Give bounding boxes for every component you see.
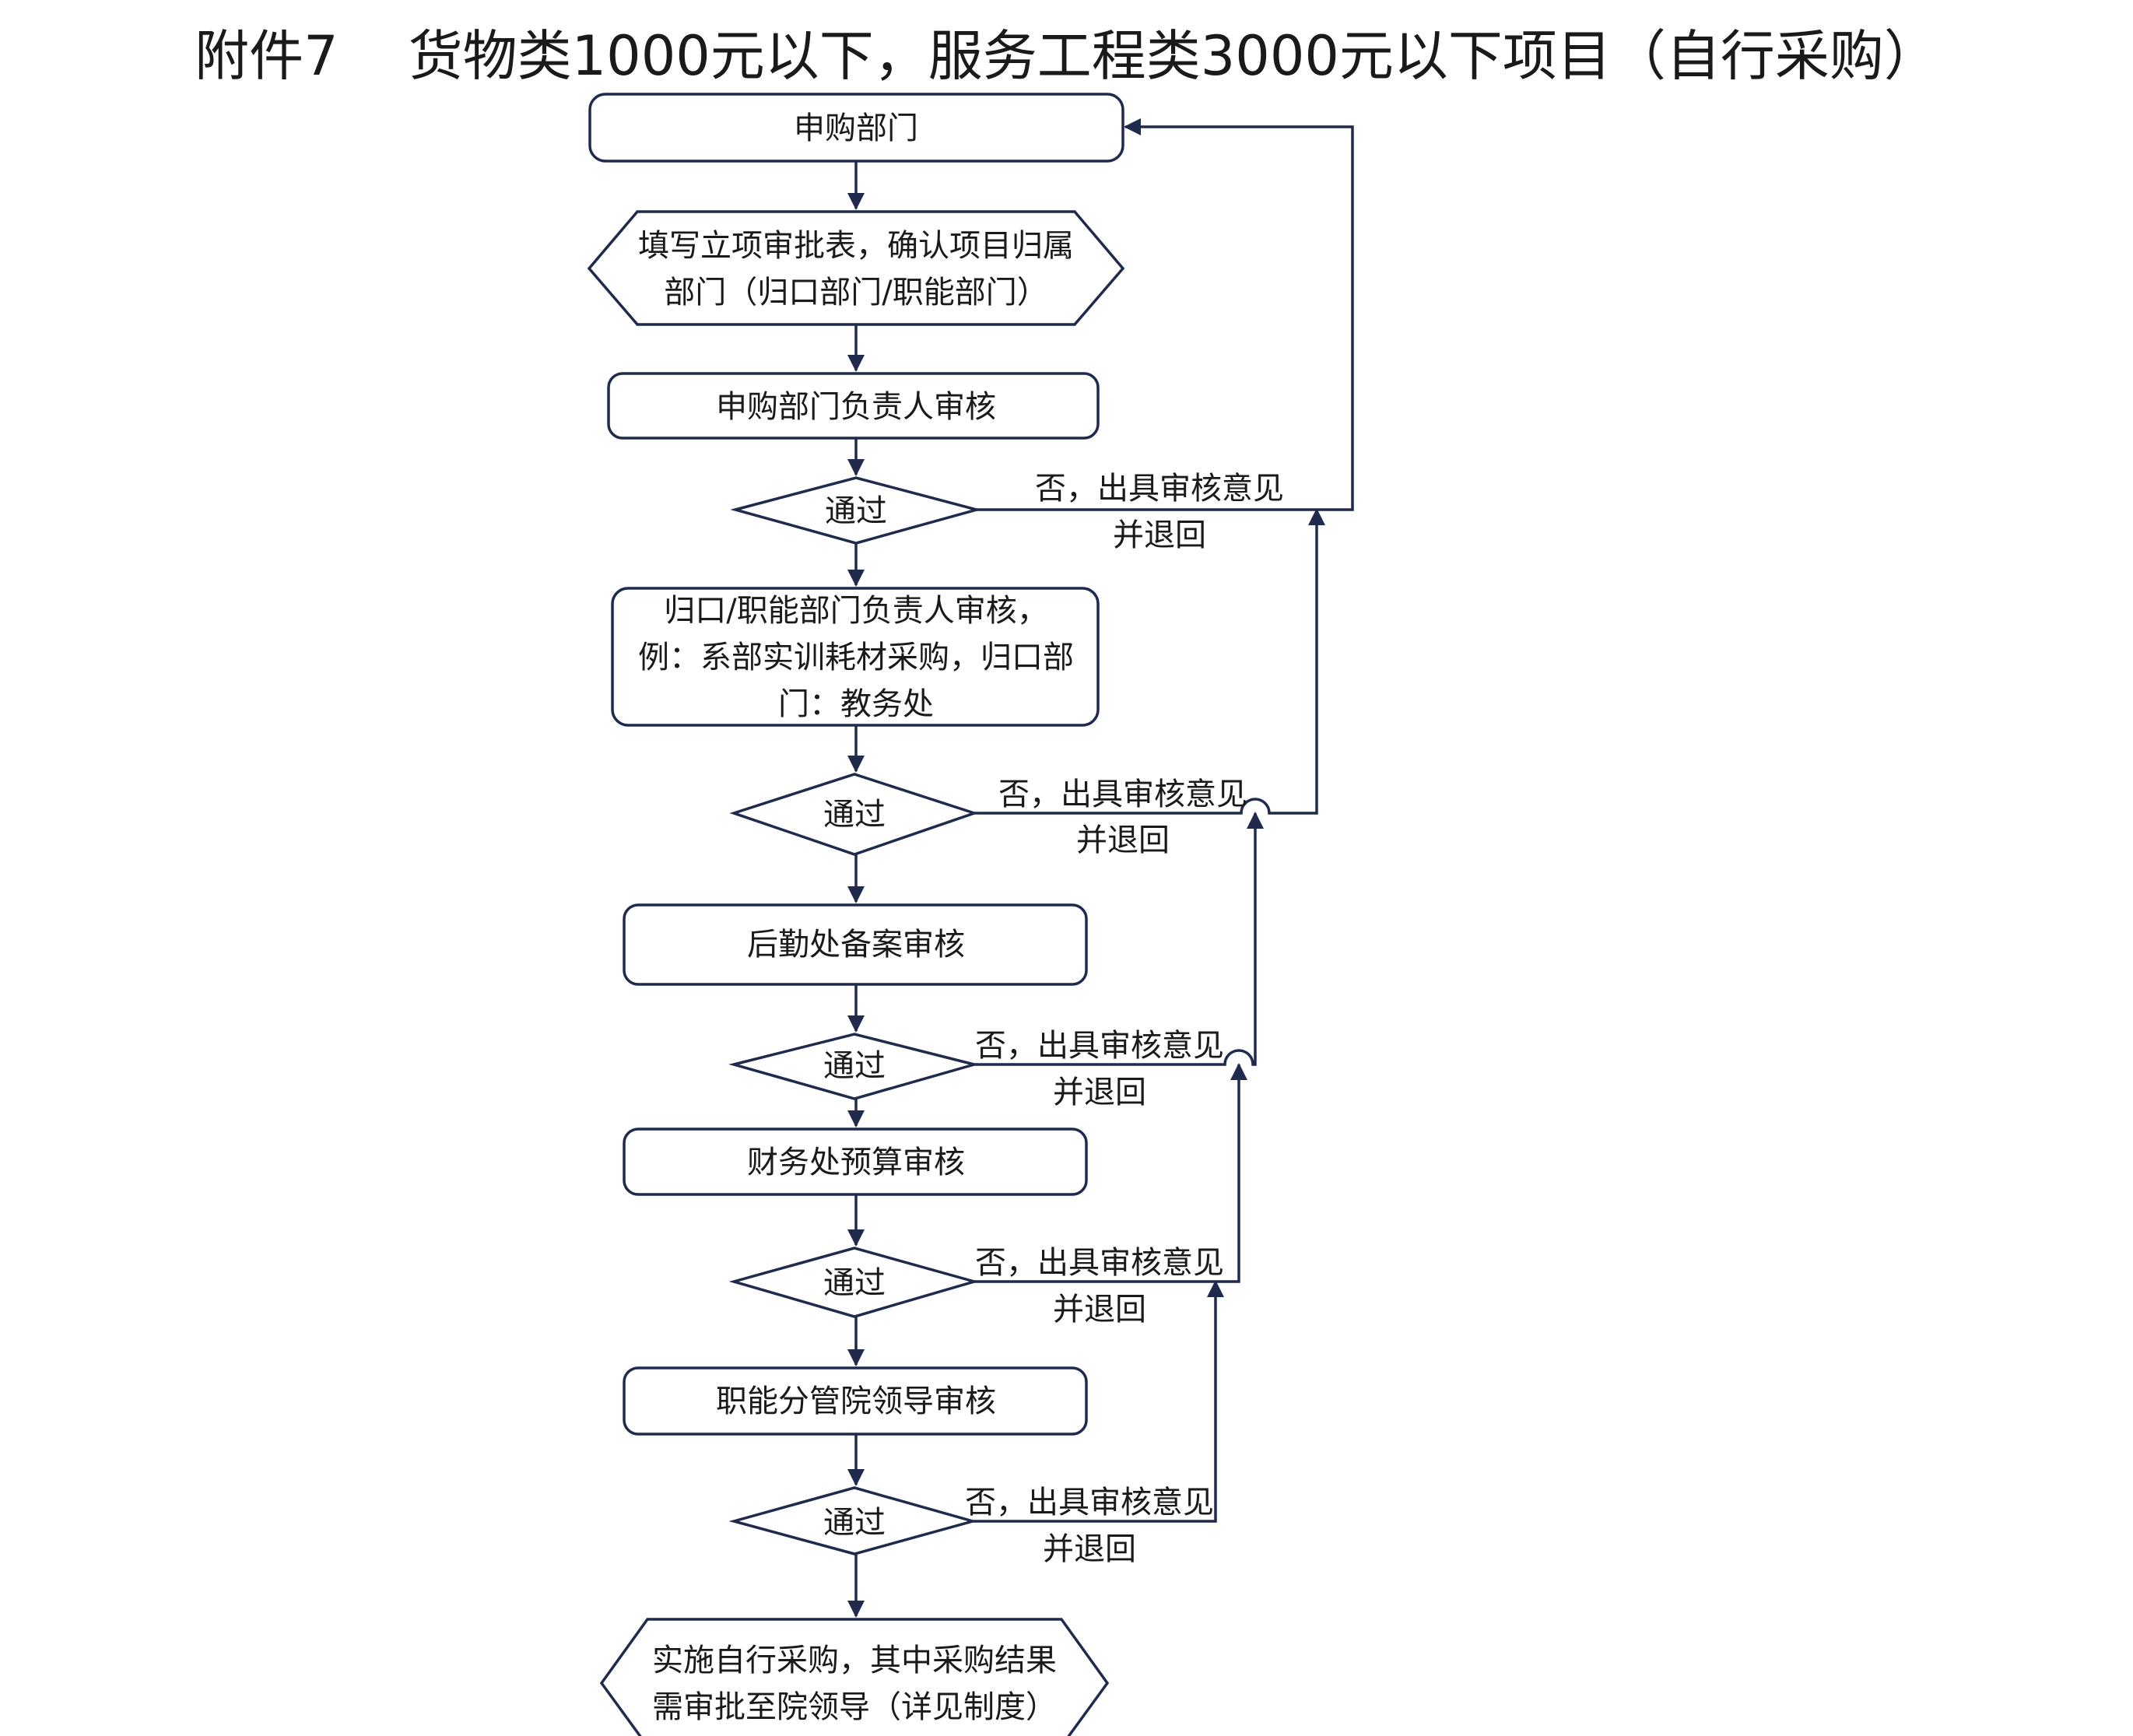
reject-label-2-line-2: 并退回 xyxy=(1076,822,1170,858)
page-title: 附件7 货物类1000元以下，服务工程类3000元以下项目（自行采购） xyxy=(0,5,2133,98)
node-dept-head-review: 申购部门负责人审核 xyxy=(607,372,1100,440)
node-dept-head-review-label: 申购部门负责人审核 xyxy=(716,389,996,425)
node-vp-review-label: 职能分管院领导审核 xyxy=(716,1384,996,1419)
reject-label-3-line-1: 否，出具审核意见 xyxy=(975,1028,1224,1064)
node-fill-form-line-1: 填写立项审批表，确认项目归属 xyxy=(638,228,1074,264)
decision-2-label: 通过 xyxy=(823,797,886,833)
node-vp-review: 职能分管院领导审核 xyxy=(623,1366,1088,1436)
node-functional-review: 归口/职能部门负责人审核， 例：系部实训耗材采购，归口部 门：教务处 xyxy=(611,587,1100,727)
reject-path-3 xyxy=(974,812,1264,1066)
reject-path-1 xyxy=(977,118,1354,511)
reject-label-5-line-1: 否，出具审核意见 xyxy=(965,1485,1214,1520)
reject-loops xyxy=(973,118,1354,1523)
decision-2-diamond xyxy=(729,773,979,856)
reject-label-2-line-1: 否，出具审核意见 xyxy=(998,777,1247,812)
node-finance-review-box xyxy=(623,1128,1088,1196)
decision-3: 通过 xyxy=(728,1033,980,1100)
decision-5: 通过 xyxy=(728,1486,978,1555)
reject-label-1-line-1: 否，出具审核意见 xyxy=(1035,471,1284,507)
node-start: 申购部门 xyxy=(588,93,1124,163)
decision-4: 通过 xyxy=(728,1247,980,1318)
node-functional-review-line-2: 例：系部实训耗材采购，归口部 xyxy=(638,640,1074,675)
reject-path-4 xyxy=(974,1063,1247,1283)
title-main: 货物类1000元以下，服务工程类3000元以下项目（自行采购） xyxy=(408,23,1938,88)
node-vp-review-box xyxy=(623,1366,1088,1436)
reject-label-3: 否，出具审核意见 并退回 xyxy=(975,1028,1224,1110)
node-start-box xyxy=(588,93,1124,163)
reject-path-5 xyxy=(973,1280,1224,1523)
node-dept-head-review-box xyxy=(607,372,1100,440)
decision-1: 通过 xyxy=(730,476,982,545)
node-end-shape xyxy=(599,1618,1110,1736)
decision-1-label: 通过 xyxy=(825,493,887,529)
decision-5-diamond xyxy=(728,1486,978,1555)
reject-label-2: 否，出具审核意见 并退回 xyxy=(998,777,1247,858)
decision-5-label: 通过 xyxy=(823,1505,886,1541)
node-fill-form-shape xyxy=(587,210,1125,326)
reject-label-1-line-2: 并退回 xyxy=(1113,517,1206,553)
decision-3-diamond xyxy=(728,1033,980,1100)
node-finance-review-label: 财务处预算审核 xyxy=(747,1145,965,1180)
reject-label-3-line-2: 并退回 xyxy=(1053,1075,1146,1110)
decision-2: 通过 xyxy=(729,773,979,856)
node-functional-review-box xyxy=(611,587,1100,727)
node-end: 实施自行采购，其中采购结果 需审批至院领导（详见制度） xyxy=(599,1618,1110,1736)
node-fill-form-line-2: 部门（归口部门/职能部门） xyxy=(664,275,1047,310)
node-functional-review-line-1: 归口/职能部门负责人审核， xyxy=(664,593,1047,629)
reject-label-5: 否，出具审核意见 并退回 xyxy=(965,1485,1214,1567)
node-finance-review: 财务处预算审核 xyxy=(623,1128,1088,1196)
node-end-line-2: 需审批至院领导（详见制度） xyxy=(652,1689,1057,1725)
reject-label-4-line-1: 否，出具审核意见 xyxy=(975,1245,1224,1281)
decision-1-diamond xyxy=(730,476,982,545)
node-end-line-1: 实施自行采购，其中采购结果 xyxy=(652,1643,1057,1678)
reject-label-5-line-2: 并退回 xyxy=(1043,1531,1136,1567)
node-functional-review-line-3: 门：教务处 xyxy=(778,686,934,722)
decision-4-label: 通过 xyxy=(823,1265,886,1301)
node-logistics-review-label: 后勤处备案审核 xyxy=(747,927,965,963)
reject-label-4-line-2: 并退回 xyxy=(1053,1292,1146,1327)
node-start-label: 申购部门 xyxy=(794,110,918,146)
decision-3-label: 通过 xyxy=(823,1048,886,1084)
node-logistics-review-box xyxy=(623,903,1088,986)
decision-4-diamond xyxy=(728,1247,980,1318)
reject-label-4: 否，出具审核意见 并退回 xyxy=(975,1245,1224,1327)
node-logistics-review: 后勤处备案审核 xyxy=(623,903,1088,986)
reject-label-1: 否，出具审核意见 并退回 xyxy=(1035,471,1284,553)
title-prefix: 附件7 xyxy=(195,23,339,88)
node-fill-form: 填写立项审批表，确认项目归属 部门（归口部门/职能部门） xyxy=(587,210,1125,326)
reject-path-2 xyxy=(974,508,1325,815)
